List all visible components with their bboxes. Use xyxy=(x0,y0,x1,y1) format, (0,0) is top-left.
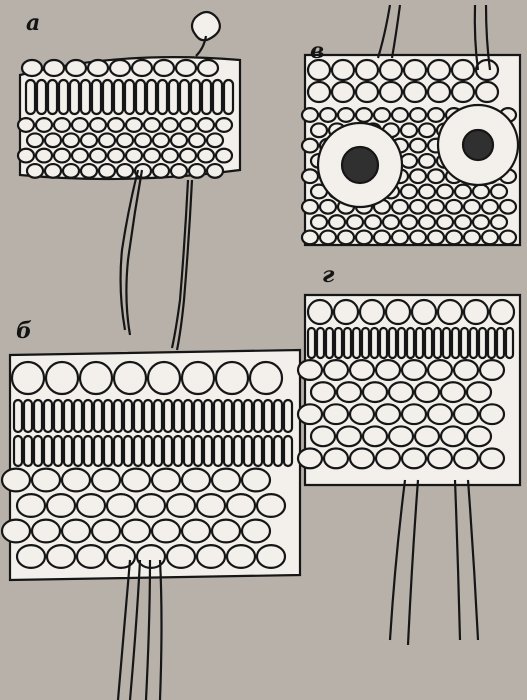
panel-label-a: а xyxy=(26,10,40,36)
panel-g-drawing xyxy=(298,295,520,645)
panel-label-b: б xyxy=(16,318,32,344)
panel-a-drawing xyxy=(18,12,240,350)
panel-v-drawing xyxy=(302,5,520,245)
panel-label-v: в xyxy=(310,38,324,64)
panel-b-drawing xyxy=(2,350,300,700)
panel-label-g: г xyxy=(322,262,334,288)
